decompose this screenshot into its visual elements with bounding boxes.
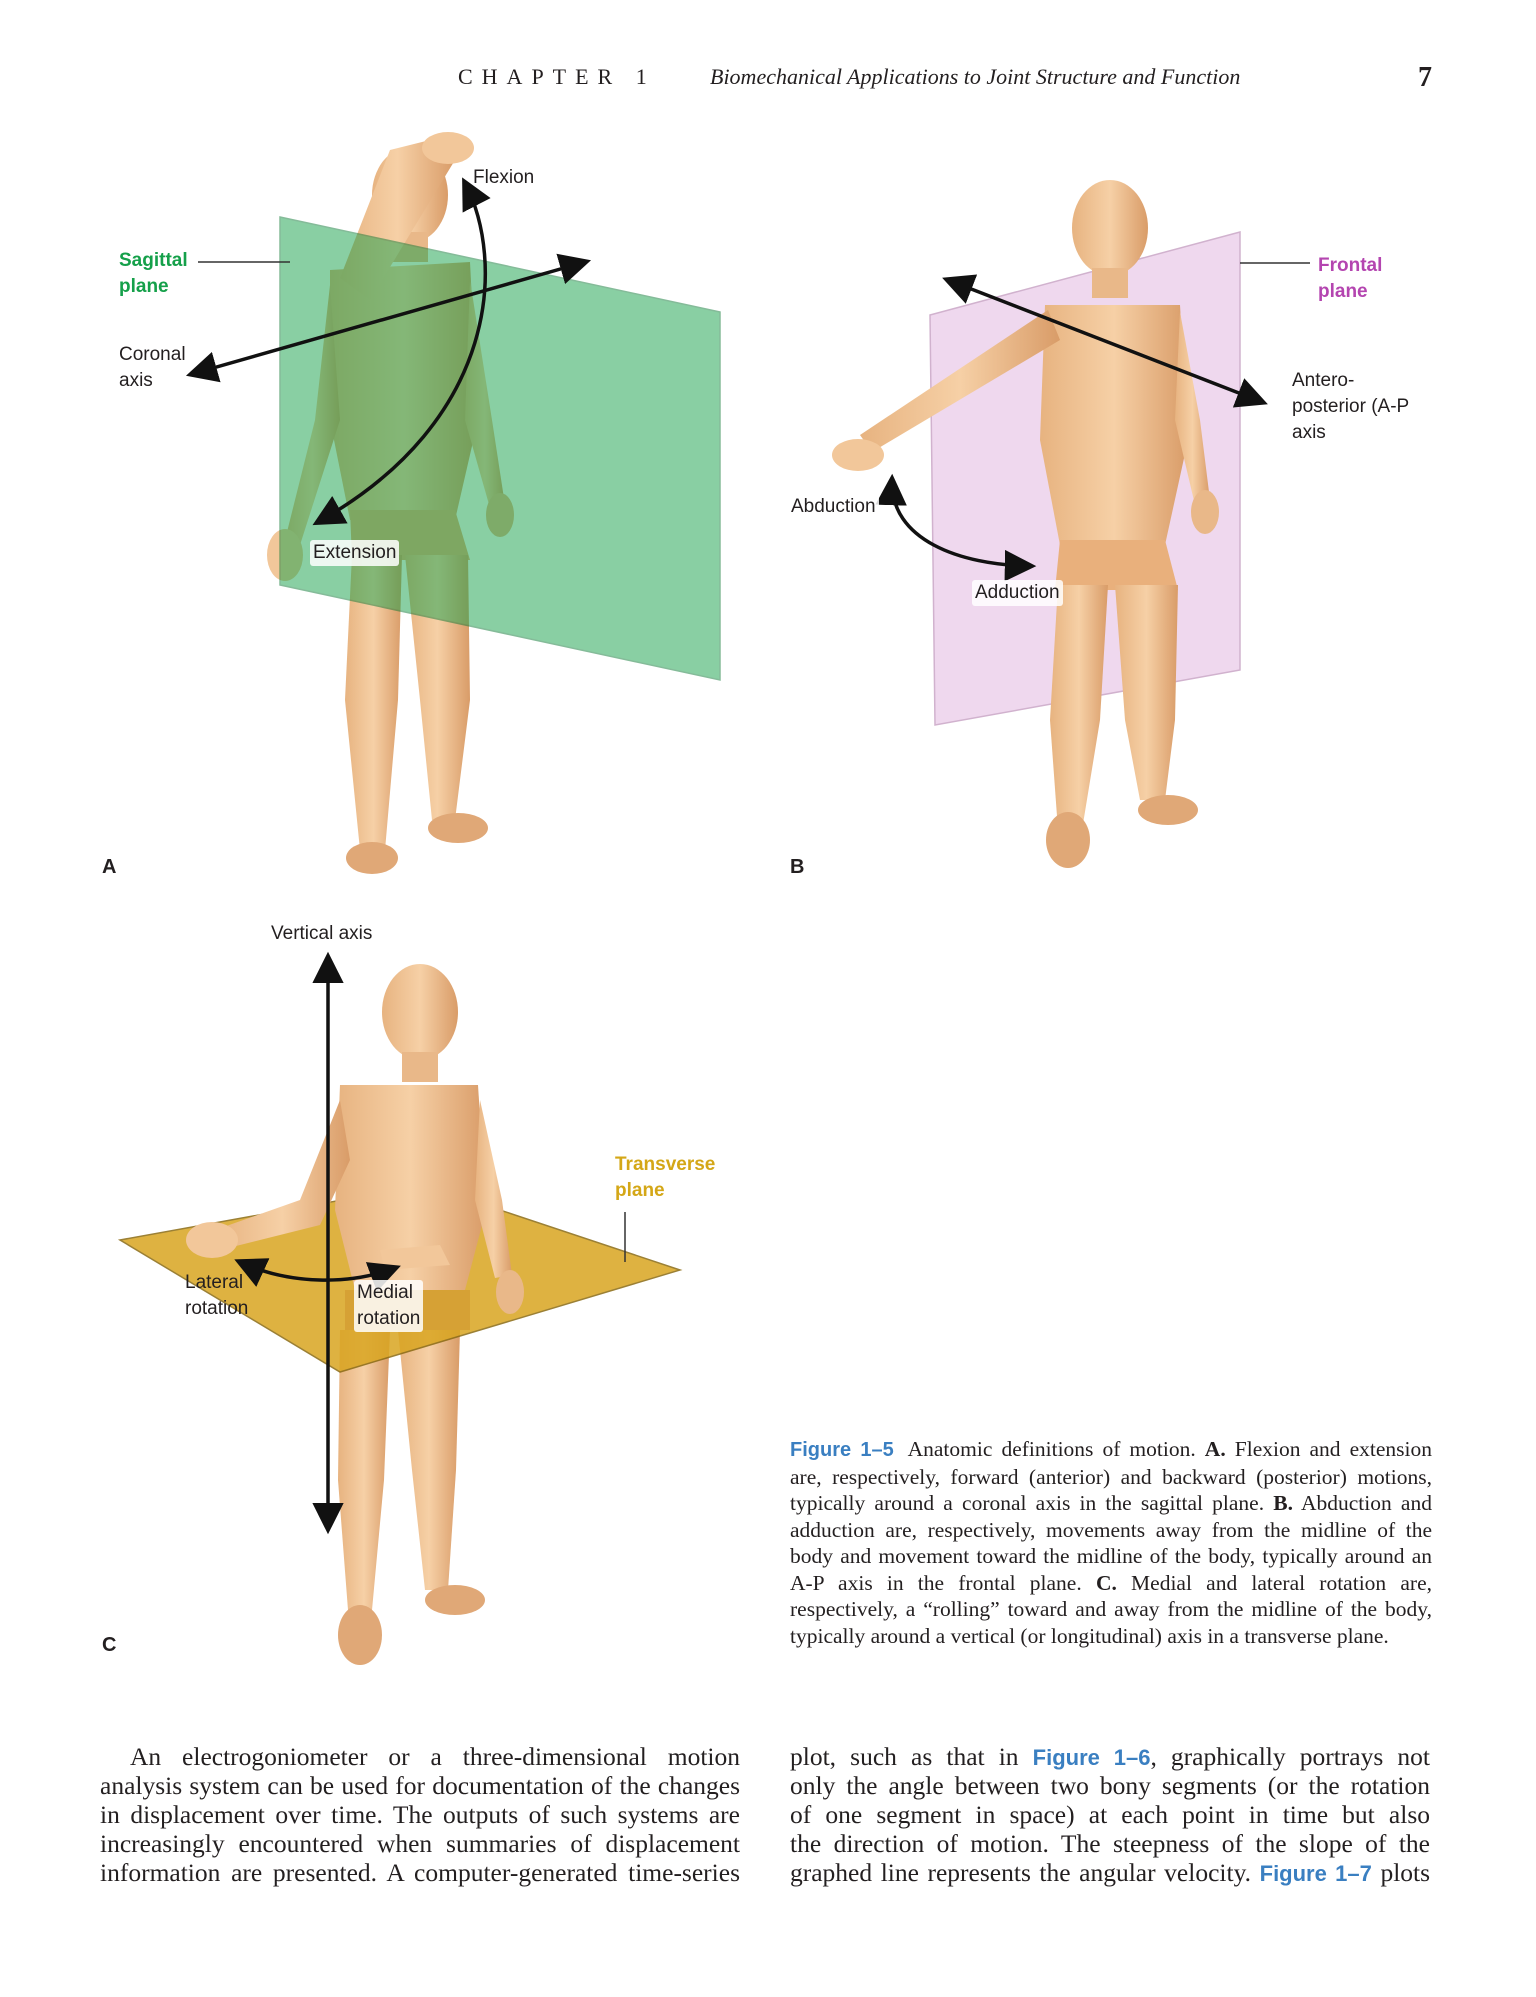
caption-c-letter: C.: [1095, 1570, 1117, 1595]
figure-1-6-link[interactable]: Figure 1–6: [1032, 1745, 1151, 1770]
ap-axis-arrow: [942, 274, 1268, 408]
flexion-label: Flexion: [473, 167, 535, 188]
page-number: 7: [1418, 62, 1432, 93]
chapter-title: Biomechanical Applications to Joint Stru…: [710, 64, 1241, 89]
body-line: An electrogoniometer or a three-dimensio…: [130, 1742, 740, 1771]
body-line: graphed line represents the angular velo…: [790, 1858, 1431, 1887]
caption-b-text: Abduction and adduction are, respectivel…: [790, 1491, 1432, 1595]
body-line: only the angle between two bony segments…: [790, 1771, 1430, 1800]
figure-label: Figure 1–5: [790, 1439, 894, 1461]
body-line: the direction of motion. The steepness o…: [790, 1829, 1430, 1858]
rotation-arrow: [234, 1258, 401, 1292]
chapter-label: CHAPTER 1: [458, 64, 656, 89]
caption-a-text: Flexion and extension are, respectively,…: [790, 1437, 1433, 1515]
body-line: increasingly encountered when summaries …: [100, 1829, 740, 1858]
adduction-label: Adduction: [972, 580, 1063, 606]
body-text-right: plot, such as that in Figure 1–6, graphi…: [790, 1742, 1430, 1887]
extension-label: Extension: [310, 540, 400, 566]
figure-1-7-link[interactable]: Figure 1–7: [1259, 1861, 1372, 1886]
vertical-axis-label: Vertical axis: [271, 923, 373, 944]
panel-letter-c: C: [102, 1634, 117, 1656]
caption-a-letter: A.: [1204, 1437, 1226, 1461]
caption-intro: Anatomic definitions of motion.: [907, 1437, 1196, 1461]
caption-c-text: Medial and lateral rotation are, respect…: [790, 1570, 1432, 1648]
body-text-left: An electrogoniometer or a three-dimensio…: [100, 1742, 740, 1887]
running-head: CHAPTER 1 Biomechanical Applications to …: [0, 62, 1536, 102]
body-line: plot, such as that in Figure 1–6, graphi…: [790, 1742, 1430, 1771]
body-line: of one segment in space) at each point i…: [790, 1800, 1430, 1829]
figure-c-body-lower: [338, 1330, 485, 1665]
panel-letter-b: B: [790, 856, 805, 878]
abduction-adduction-arrow: [875, 473, 1037, 582]
panel-letter-a: A: [102, 856, 117, 878]
caption-b-letter: B.: [1273, 1491, 1293, 1515]
flexion-extension-arrow: [312, 177, 491, 526]
body-line: analysis system can be used for document…: [100, 1771, 740, 1800]
body-line: information are presented. A computer-ge…: [100, 1858, 740, 1887]
figure-caption: Figure 1–5 Anatomic definitions of motio…: [790, 1436, 1432, 1649]
abduction-label: Abduction: [788, 494, 879, 520]
body-line: in displacement over time. The outputs o…: [100, 1800, 740, 1829]
